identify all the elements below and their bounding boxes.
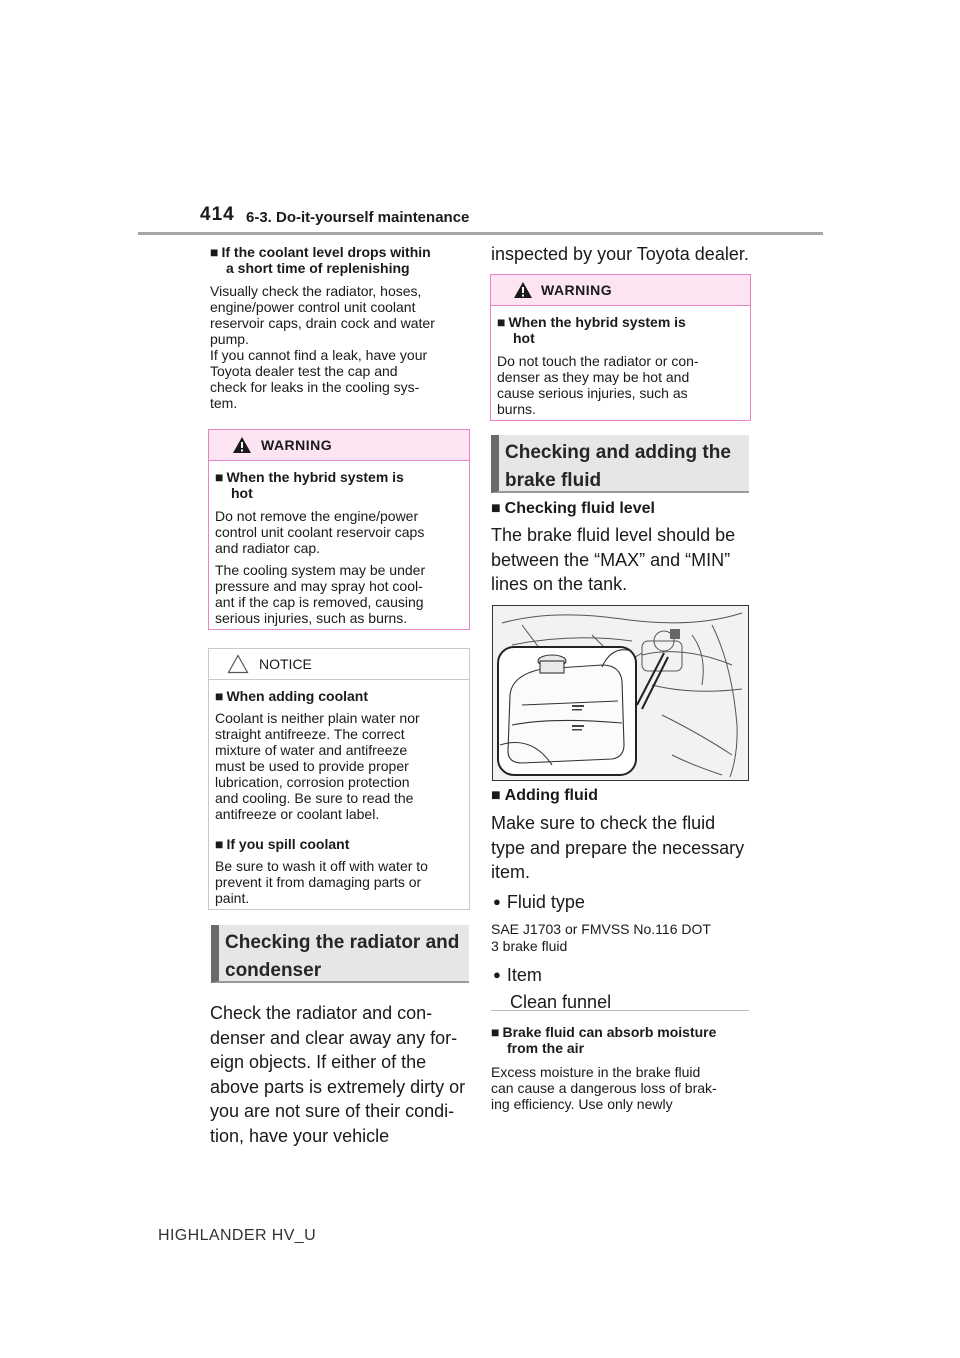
moisture-text: Excess moisture in the brake fluid can c…	[491, 1064, 717, 1112]
warning-heading: ■When the hybrid system is hot	[215, 469, 404, 501]
warning-text: Do not touch the radiator or con- denser…	[497, 353, 699, 417]
square-icon: ■	[210, 244, 219, 260]
checking-level-heading: ■Checking fluid level	[491, 500, 655, 517]
warning-text-1: Do not remove the engine/power control u…	[215, 508, 425, 556]
radiator-section-title: Checking the radiator and condenser	[211, 925, 469, 983]
notice-heading-spill: ■If you spill coolant	[215, 836, 350, 852]
notice-header: NOTICE	[209, 649, 469, 680]
continued-text: inspected by your Toyota dealer.	[491, 244, 749, 264]
adding-fluid-text: Make sure to check the fluid type and pr…	[491, 813, 745, 882]
square-icon: ■	[491, 500, 501, 517]
coolant-drop-text: Visually check the radiator, hoses, engi…	[210, 283, 435, 411]
square-icon: ■	[215, 469, 224, 485]
brake-fluid-tank-illustration	[492, 605, 749, 781]
adding-fluid-heading: ■Adding fluid	[491, 787, 598, 804]
adding-fluid-section: ■Adding fluid Make sure to check the flu…	[491, 786, 761, 1014]
notice-box-coolant: NOTICE ■When adding coolant Coolant is n…	[208, 648, 470, 910]
coolant-drop-section: ■If the coolant level drops within a sho…	[210, 244, 470, 411]
checking-level-section: ■Checking fluid level The brake fluid le…	[491, 499, 761, 597]
moisture-heading: ■Brake fluid can absorb moisture from th…	[491, 1024, 717, 1056]
warning-box-touch: WARNING ■When the hybrid system is hot D…	[490, 274, 751, 421]
fluid-type-item: ●Fluid type	[493, 891, 585, 912]
checking-level-text: The brake fluid level should be between …	[491, 525, 736, 594]
section-title: 6-3. Do-it-yourself maintenance	[246, 209, 470, 226]
warning-header: WARNING	[209, 430, 469, 461]
header-rule	[138, 232, 823, 235]
warning-box-hybrid-hot: WARNING ■When the hybrid system is hot D…	[208, 429, 470, 630]
warning-text-2: The cooling system may be under pressure…	[215, 562, 426, 626]
notice-triangle-icon	[227, 654, 249, 674]
footer-model: HIGHLANDER HV_U	[158, 1227, 317, 1244]
fluid-type-value: SAE J1703 or FMVSS No.116 DOT 3 brake fl…	[491, 921, 711, 954]
item-entry: ●Item Clean funnel	[491, 963, 761, 1014]
bullet-icon: ●	[493, 967, 501, 982]
item-value: Clean funnel	[510, 991, 612, 1012]
radiator-text: Check the radiator and con- denser and c…	[210, 1003, 466, 1146]
notice-text-adding: Coolant is neither plain water nor strai…	[215, 710, 420, 822]
moisture-section: ■Brake fluid can absorb moisture from th…	[491, 1024, 761, 1112]
warning-triangle-icon	[514, 282, 532, 298]
bullet-icon: ●	[493, 893, 501, 909]
square-icon: ■	[215, 688, 224, 704]
square-icon: ■	[497, 314, 506, 330]
divider	[491, 1010, 749, 1011]
notice-heading-adding: ■When adding coolant	[215, 688, 369, 704]
square-icon: ■	[491, 787, 501, 804]
warning-header: WARNING	[491, 275, 750, 306]
warning-triangle-icon	[233, 437, 251, 453]
page-number: 414	[200, 204, 235, 225]
notice-text-spill: Be sure to wash it off with water to pre…	[215, 858, 428, 906]
brake-section-title: Checking and adding the brake fluid	[491, 435, 749, 493]
warning-heading: ■When the hybrid system is hot	[497, 314, 686, 346]
square-icon: ■	[491, 1024, 500, 1040]
square-icon: ■	[215, 836, 224, 852]
coolant-drop-heading: ■If the coolant level drops within a sho…	[210, 244, 431, 276]
